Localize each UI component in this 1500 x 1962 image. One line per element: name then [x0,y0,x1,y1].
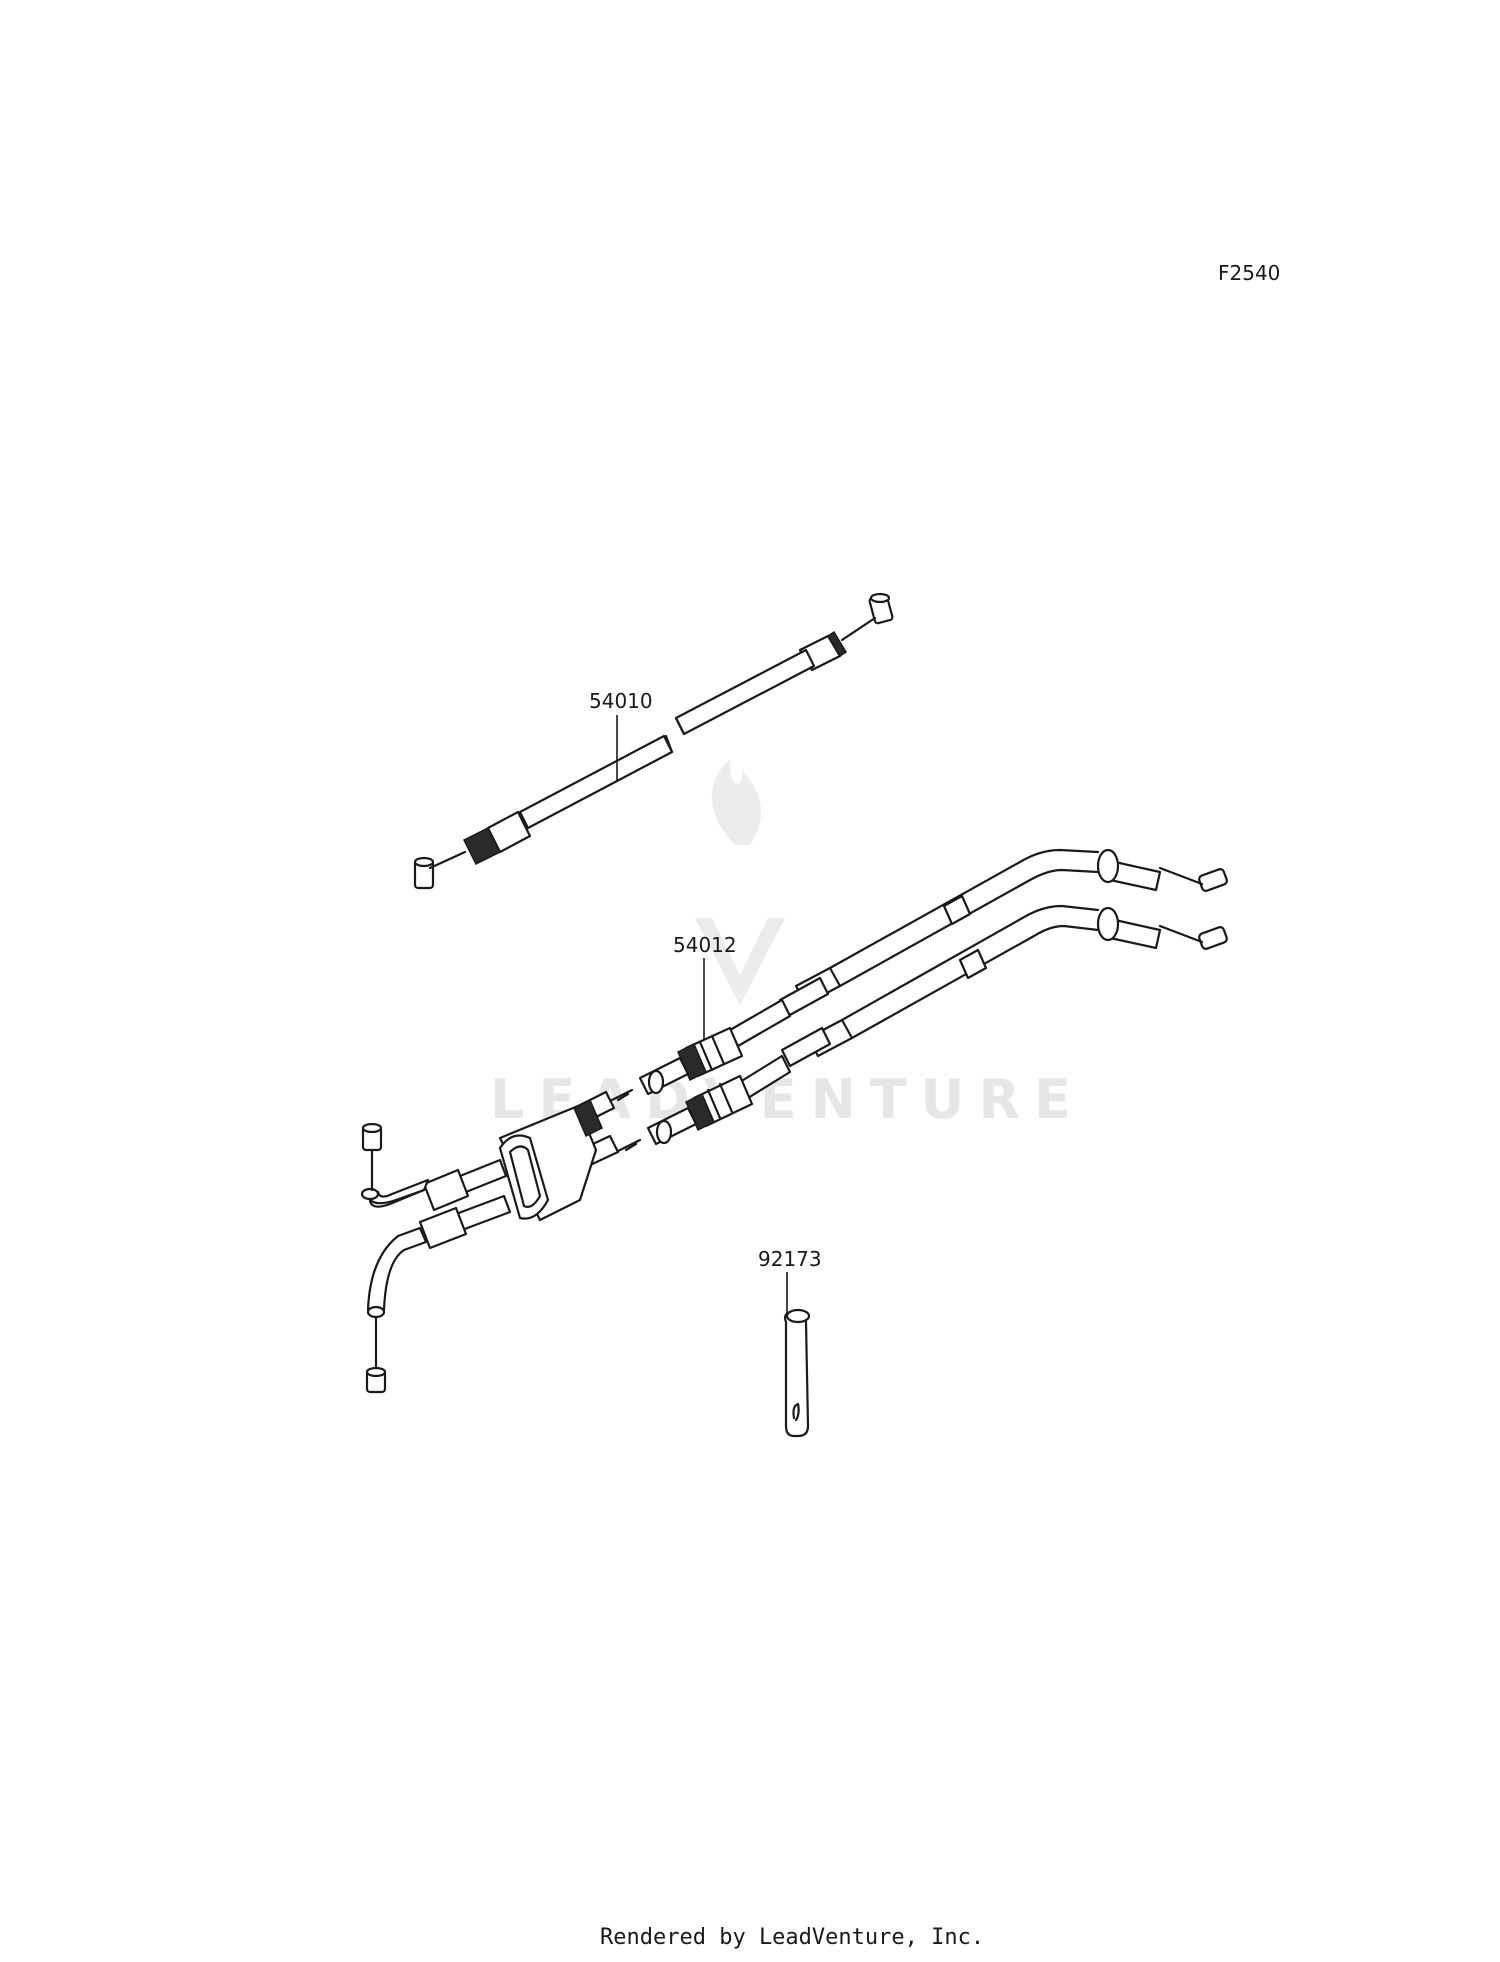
flame-logo-icon [711,760,762,845]
part-label-54012[interactable]: 54012 [673,933,737,957]
diagram-code: F2540 [1218,261,1280,285]
clamp-92173[interactable] [783,1308,811,1438]
part-label-54010[interactable]: 54010 [589,689,653,713]
part-label-92173[interactable]: 92173 [758,1247,822,1271]
footer-credit: Rendered by LeadVenture, Inc. [600,1925,984,1950]
watermark: LEADVENTURE [490,760,1071,1131]
v-logo-icon [695,918,785,1005]
cable-54012[interactable] [360,848,1228,1394]
cable-54010[interactable] [413,592,894,890]
